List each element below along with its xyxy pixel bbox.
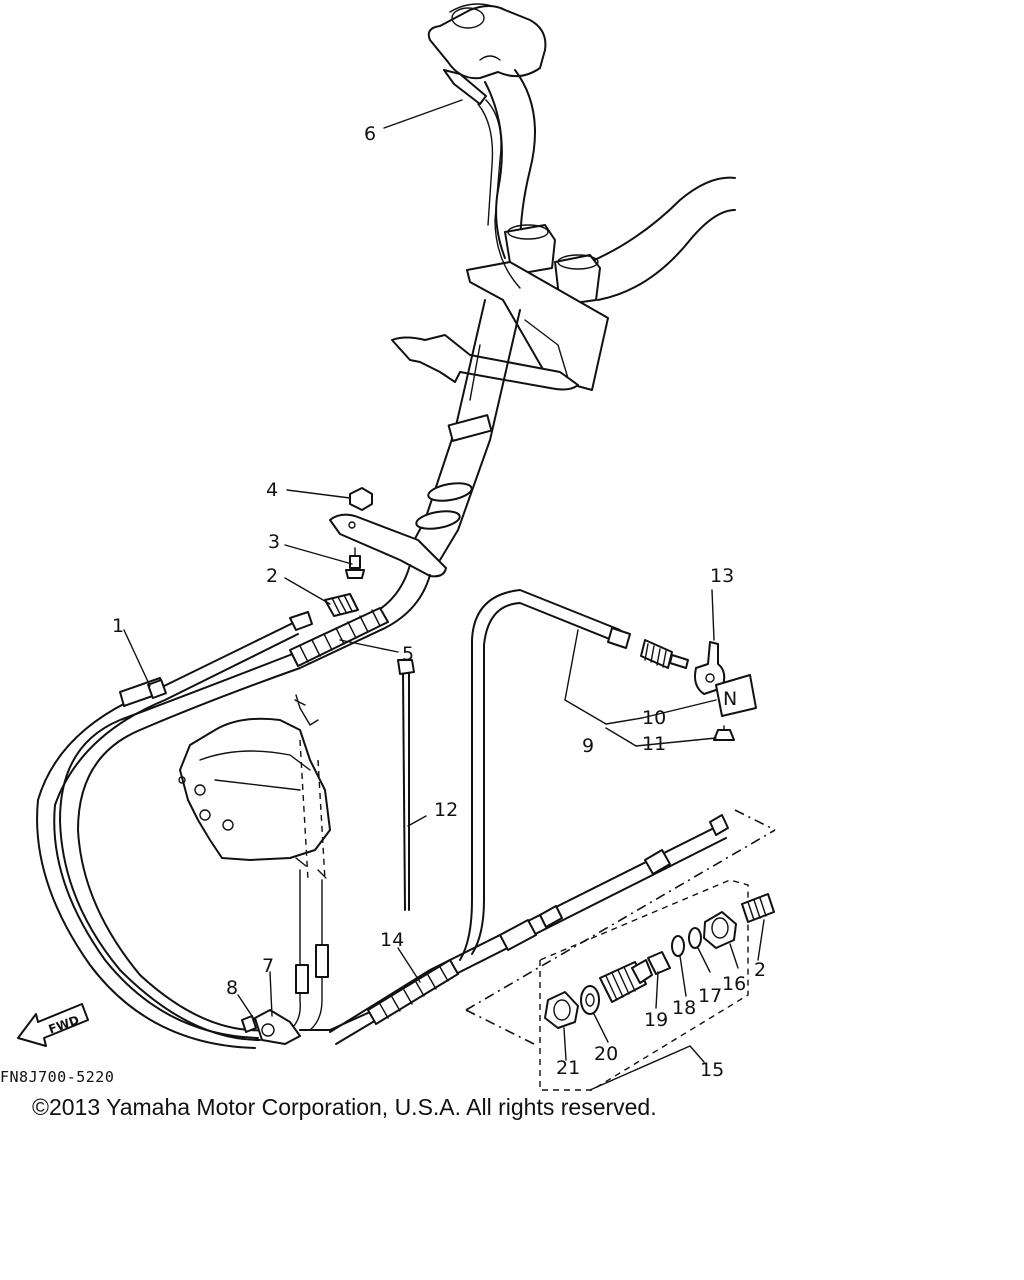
lower-cable-bracket (241, 1009, 371, 1045)
neutral-switch-cable-end (607, 627, 689, 669)
callout-10: 10 (642, 707, 666, 729)
forward-arrow: FWD (17, 1003, 89, 1047)
callout-17: 17 (698, 985, 722, 1007)
callout-13: 13 (710, 565, 734, 587)
long-cable (329, 589, 729, 1045)
nut-part (349, 487, 373, 511)
leader-lines (123, 99, 765, 1091)
callout-2-lower: 2 (754, 959, 766, 981)
callout-2-upper: 2 (266, 565, 278, 587)
callout-1: 1 (112, 615, 124, 637)
callout-12: 12 (434, 799, 458, 821)
callout-labels: 6 4 3 2 1 5 13 10 9 11 12 14 7 8 15 16 2… (112, 123, 766, 1081)
drawing-code: FN8J700-5220 (0, 1068, 114, 1086)
terminal-part (694, 641, 726, 695)
grommet-part (324, 593, 359, 617)
callout-11: 11 (642, 733, 666, 755)
copyright-notice: ©2013 Yamaha Motor Corporation, U.S.A. A… (32, 1094, 657, 1120)
callout-15: 15 (700, 1059, 724, 1081)
callout-3: 3 (268, 531, 280, 553)
callout-8: 8 (226, 977, 238, 999)
callout-7: 7 (262, 955, 274, 977)
callout-9: 9 (582, 735, 594, 757)
steering-handle-assembly (391, 3, 736, 561)
cable-tie-part (397, 659, 415, 911)
callout-20: 20 (594, 1043, 618, 1065)
cable-runs (36, 564, 431, 1049)
handle-cable-fitting (443, 69, 521, 289)
bolt-part (345, 547, 365, 579)
callout-14: 14 (380, 929, 404, 951)
carburetor-block (178, 694, 331, 881)
callout-5: 5 (402, 643, 414, 665)
neutral-letter: N (723, 688, 737, 710)
callout-16: 16 (722, 973, 746, 995)
callout-4: 4 (266, 479, 278, 501)
callout-6: 6 (364, 123, 376, 145)
screw-part (713, 725, 735, 741)
carb-cables (289, 857, 329, 1031)
callout-21: 21 (556, 1057, 580, 1079)
callout-19: 19 (644, 1009, 668, 1031)
callout-18: 18 (672, 997, 696, 1019)
fitting-kit (465, 809, 776, 1091)
neutral-plate (715, 674, 757, 717)
